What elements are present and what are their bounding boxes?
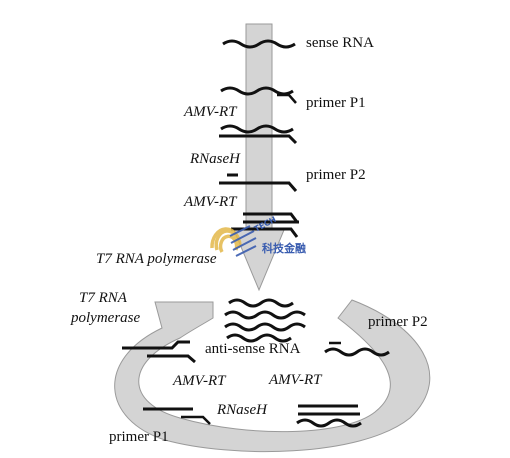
- label-t7-rna-polymerase-2-line1: T7 RNA: [79, 290, 128, 306]
- label-rnase-h-1: RNaseH: [189, 151, 241, 167]
- label-rnase-h-cycle: RNaseH: [216, 402, 268, 418]
- primer-p1-binding-step: [220, 86, 297, 104]
- label-amv-rt-1: AMV-RT: [183, 104, 238, 120]
- cycle-strand-bottom-left: [143, 407, 211, 425]
- label-primer-p1-top: primer P1: [306, 95, 366, 111]
- watermark-text-cn: 科技金融: [262, 241, 306, 255]
- cycle-strand-right: [324, 341, 390, 357]
- label-amv-rt-2: AMV-RT: [183, 194, 238, 210]
- cycle-strand-left: [122, 340, 196, 364]
- label-primer-p1-bottom: primer P1: [109, 429, 169, 445]
- cycle-ring-arrow: [114, 299, 431, 453]
- rt-extension-step: [219, 124, 298, 145]
- watermark-stripes: [229, 225, 257, 257]
- label-t7-rna-polymerase-2-line2: polymerase: [70, 310, 140, 326]
- anti-sense-rna-products: [224, 298, 306, 343]
- sense-rna-strand: [222, 39, 296, 49]
- rnase-h-step: [219, 173, 298, 192]
- label-t7-rna-polymerase-1: T7 RNA polymerase: [96, 251, 217, 267]
- label-amv-rt-cycle-left: AMV-RT: [172, 373, 227, 389]
- primer-p2-extension-step: [231, 212, 299, 238]
- label-sense-rna: sense RNA: [306, 35, 374, 51]
- cycle-strand-bottom-right: [296, 404, 362, 428]
- label-primer-p2-top: primer P2: [306, 167, 366, 183]
- label-anti-sense-rna: anti-sense RNA: [205, 341, 301, 357]
- label-primer-p2-cycle: primer P2: [368, 314, 428, 330]
- label-amv-rt-cycle-right: AMV-RT: [268, 372, 323, 388]
